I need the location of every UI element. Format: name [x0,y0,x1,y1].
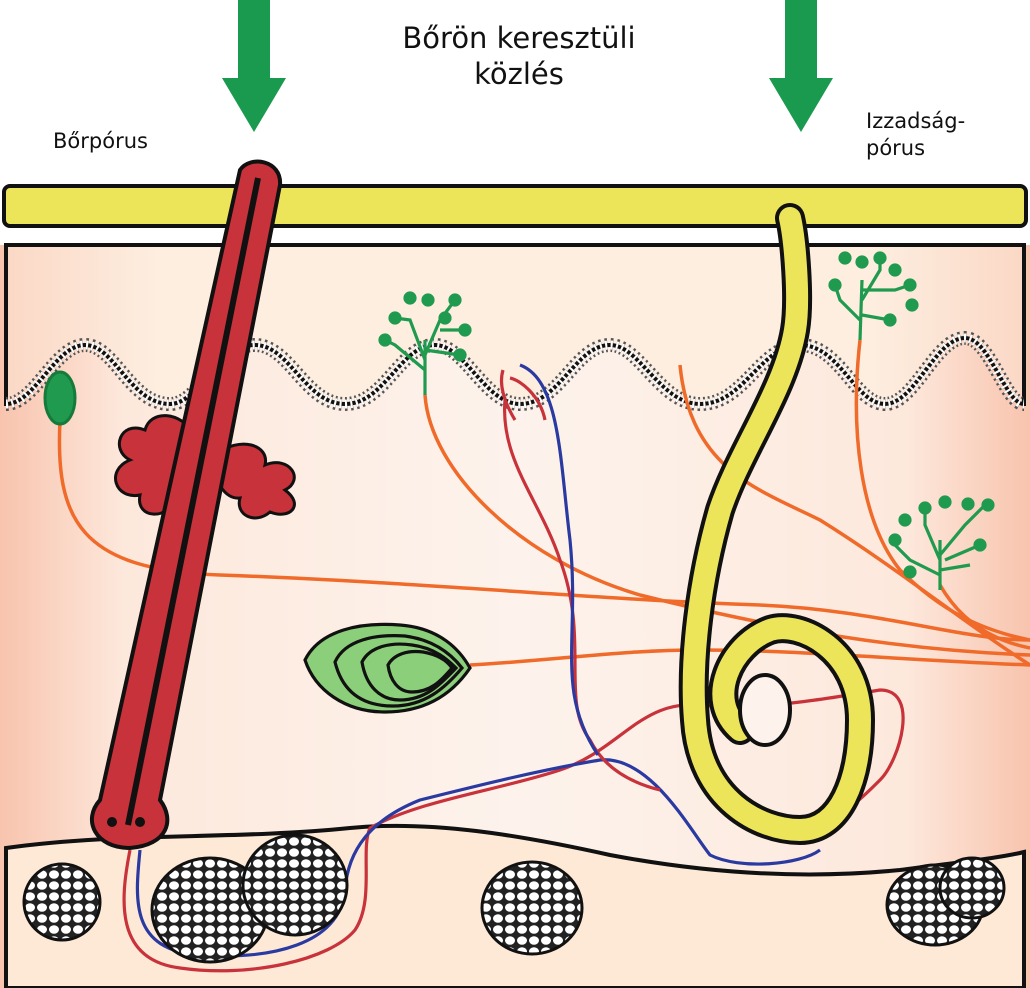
title-line-2: közlés [474,57,564,91]
merkel-disc [43,370,77,426]
sebaceous-gland-right [213,442,296,520]
fat-cell-cluster-icon [22,833,1006,964]
arrow-down-icon [769,0,833,132]
diagram-title: Bőrön keresztüli közlés [360,20,678,92]
sweat-pore-label: Izzadság- pórus [866,108,965,162]
sweat-pore-label-line-2: pórus [866,136,926,160]
arrow-down-icon [222,0,286,132]
hair-follicle-icon [89,159,296,851]
sweat-gland-icon [678,203,876,846]
skin-pore-label: Bőrpórus [53,129,148,153]
sweat-pore-label-line-1: Izzadság- [866,109,966,133]
pacinian-corpuscle-icon [303,622,472,714]
sweat-gland-lumen [738,673,792,747]
hair-shaft [89,159,283,851]
title-line-1: Bőrön keresztüli [402,21,636,55]
nerve-fibers [57,339,1030,667]
nerve-ending-receptors [378,251,995,590]
epidermis-layer [2,184,1028,228]
